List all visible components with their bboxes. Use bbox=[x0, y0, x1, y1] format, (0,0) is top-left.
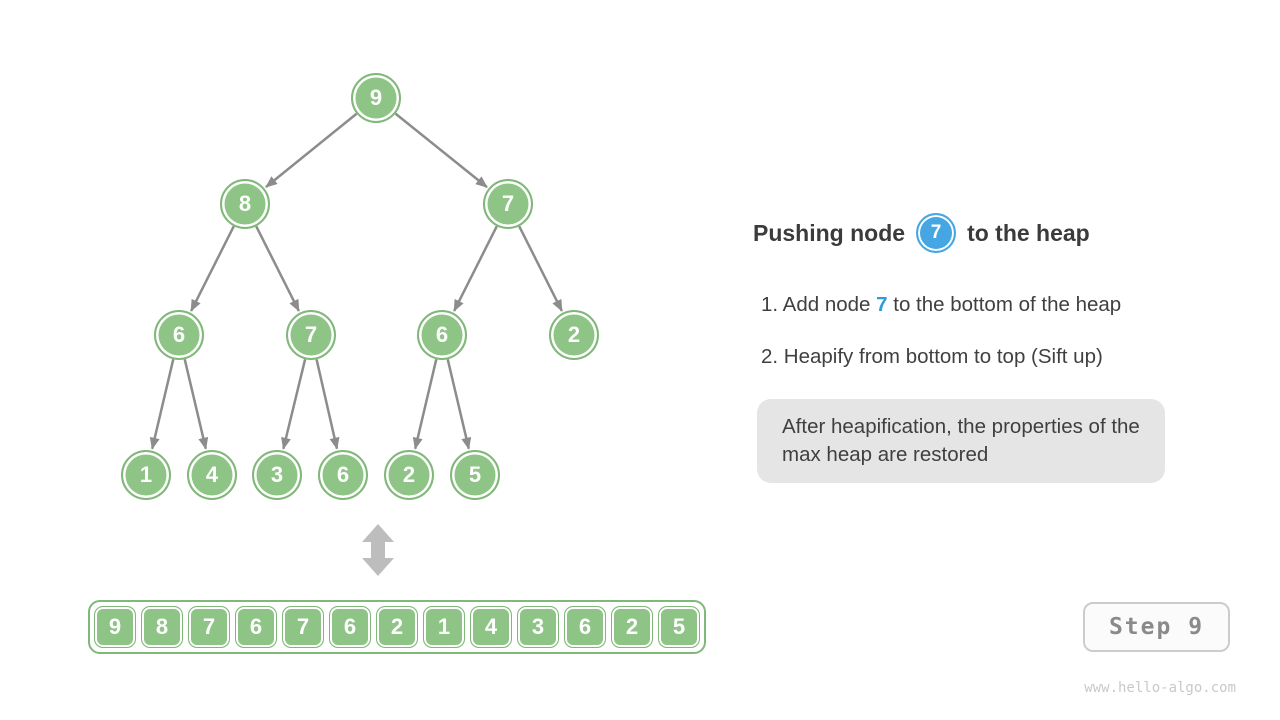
tree-node: 5 bbox=[450, 450, 500, 500]
array-cell: 5 bbox=[658, 606, 700, 648]
tree-edge bbox=[394, 112, 488, 189]
tree-edge bbox=[183, 359, 209, 450]
tree-edge bbox=[315, 359, 340, 450]
tree-node: 1 bbox=[121, 450, 171, 500]
step-1-suffix: to the bottom of the heap bbox=[887, 293, 1122, 316]
array-cell: 9 bbox=[94, 606, 136, 648]
watermark: www.hello-algo.com bbox=[1084, 680, 1236, 696]
array-cell: 6 bbox=[235, 606, 277, 648]
tree-node: 2 bbox=[549, 310, 599, 360]
step-instruction-1: 1. Add node 7 to the bottom of the heap bbox=[761, 293, 1121, 317]
tree-node: 6 bbox=[154, 310, 204, 360]
tree-node: 9 bbox=[351, 73, 401, 123]
tree-edge bbox=[412, 359, 438, 450]
array-cell: 2 bbox=[611, 606, 653, 648]
tree-edge bbox=[190, 225, 235, 312]
tree-node: 6 bbox=[417, 310, 467, 360]
array-cell: 7 bbox=[188, 606, 230, 648]
array-cell: 7 bbox=[282, 606, 324, 648]
array-cell: 4 bbox=[470, 606, 512, 648]
tree-edge bbox=[518, 225, 563, 312]
array-cell: 8 bbox=[141, 606, 183, 648]
panel-title: Pushing node 7 to the heap bbox=[753, 211, 1090, 255]
step-1-highlight: 7 bbox=[876, 293, 888, 316]
pushed-node-badge: 7 bbox=[916, 213, 957, 253]
tree-edge bbox=[149, 359, 175, 450]
tree-node: 4 bbox=[187, 450, 237, 500]
tree-node: 7 bbox=[483, 179, 533, 229]
tree-edge bbox=[453, 225, 498, 312]
tree-edge bbox=[265, 112, 358, 188]
pushed-node-value: 7 bbox=[930, 222, 942, 243]
tree-node: 3 bbox=[252, 450, 302, 500]
tree-node: 8 bbox=[220, 179, 270, 229]
array-cell: 6 bbox=[564, 606, 606, 648]
tree-array-equivalence-arrow bbox=[362, 524, 394, 576]
tree-node: 2 bbox=[384, 450, 434, 500]
step-instruction-2: 2. Heapify from bottom to top (Sift up) bbox=[761, 345, 1103, 369]
tree-edge bbox=[446, 359, 472, 450]
tree-node: 7 bbox=[286, 310, 336, 360]
panel-title-prefix: Pushing node bbox=[753, 219, 906, 246]
panel-title-suffix: to the heap bbox=[967, 219, 1090, 246]
step-1-prefix: 1. Add node bbox=[761, 293, 877, 316]
array-cell: 2 bbox=[376, 606, 418, 648]
tree-edge bbox=[255, 225, 300, 312]
heapify-note: After heapification, the properties of t… bbox=[757, 399, 1165, 483]
array-cell: 1 bbox=[423, 606, 465, 648]
step-indicator: Step 9 bbox=[1083, 602, 1230, 652]
array-cell: 6 bbox=[329, 606, 371, 648]
tree-node: 6 bbox=[318, 450, 368, 500]
array-cell: 3 bbox=[517, 606, 559, 648]
step-2-text: 2. Heapify from bottom to top (Sift up) bbox=[761, 345, 1103, 368]
tree-edge bbox=[281, 358, 307, 450]
